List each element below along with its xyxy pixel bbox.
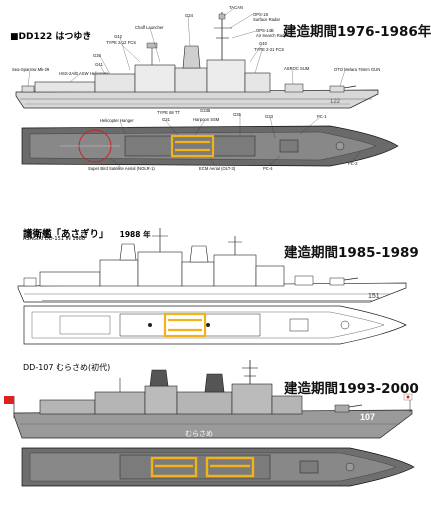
label-g42: G42 <box>114 34 122 39</box>
ship-profile-dd107: むらさめ 107 <box>4 360 413 439</box>
label-pc2: PC-2 <box>348 161 358 166</box>
label-type68: TYPE 68 TT <box>157 110 180 115</box>
label-type221: TYPE 2-21 FCS <box>254 47 285 52</box>
ship-subtitle-asagiri: ASAGIRI DD-151 IN 1988 <box>23 236 86 242</box>
label-g35: G35 <box>233 112 241 117</box>
period-label-1: 建造期間1976-1986年 <box>283 24 431 40</box>
label-g34: G34 <box>185 13 193 18</box>
label-sat: Super Bird Satellite Aerial (NOLR-1) <box>88 166 155 171</box>
label-harpoon: Harpoon SSM <box>193 117 220 122</box>
label-tacan: TACAN <box>229 5 243 10</box>
ship-title-text: 護衛艦「あさぎり」 <box>23 229 109 240</box>
label-g31: G31 <box>162 117 170 122</box>
label-seasparrow: Sea-Sparrow Mk-29 <box>12 67 50 72</box>
ship-profile-asagiri: 151 <box>17 228 407 303</box>
label-type212: TYPE 2-12 FCS <box>106 40 137 45</box>
label-g335: G335 <box>200 108 211 113</box>
label-g36: G36 <box>93 53 101 58</box>
label-g40: G40 <box>259 41 267 46</box>
ship-title-dd122: ■DD122 はつゆき <box>10 32 92 42</box>
label-asroc: ASROC SUM <box>284 66 310 71</box>
ship-plan-asagiri <box>23 305 407 345</box>
label-pc1: PC-1 <box>317 114 327 119</box>
hull-name-murasame: むらさめ <box>185 430 213 438</box>
label-ecm: ECM Aerial (OLT-3) <box>199 166 236 171</box>
label-ops18: OPS-18 Surface Radar <box>253 12 280 22</box>
label-heli-hangar: Helicopter Hanger <box>100 118 134 123</box>
svg-text:122: 122 <box>330 99 341 105</box>
label-g33: G33 <box>265 114 273 119</box>
ship-title-dd107: DD-107 むらさめ(初代) <box>23 363 111 372</box>
period-label-3: 建造期間1993-2000 <box>284 381 419 397</box>
ship-profile-dd122: 122 <box>15 8 379 109</box>
ship-title-asagiri: 護衛艦「あさぎり」 1988 年 <box>23 222 151 241</box>
label-oto: OTO Melara 76mm GUN <box>334 67 381 72</box>
label-chaff: Chaff Launcher <box>135 25 164 30</box>
label-hss2a: HSS-2A/B ASW Helicopter <box>59 71 109 76</box>
label-ops14: OPS-14B Air Search Radar <box>256 28 289 38</box>
label-g41: G41 <box>95 62 103 67</box>
ship-plan-dd122 <box>21 115 399 167</box>
label-pc4: PC-4 <box>263 166 273 171</box>
period-label-2: 建造期間1985-1989 <box>284 245 419 261</box>
ship-title-year: 1988 年 <box>119 230 151 239</box>
hull-number-151: 151 <box>368 293 380 300</box>
hull-number-107: 107 <box>360 412 375 422</box>
ship-plan-dd107 <box>21 447 415 487</box>
